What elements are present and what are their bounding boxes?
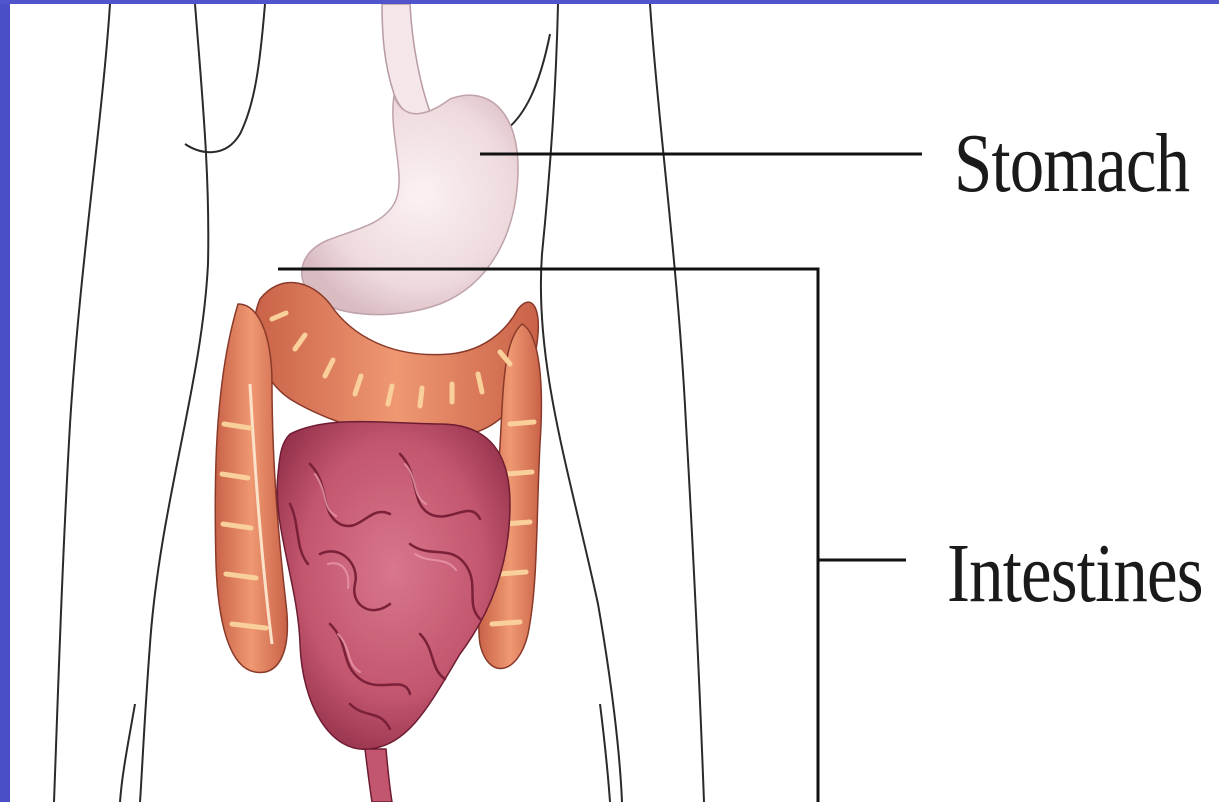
haustra-band <box>500 572 526 574</box>
intestines-label: Intestines <box>947 532 1203 616</box>
diagram-panel: Stomach Intestines <box>10 4 1219 802</box>
haustra-band <box>510 422 534 424</box>
body-outline-left-inner <box>140 4 208 802</box>
haustra-band <box>420 388 422 406</box>
body-outline-left-outer <box>54 4 110 802</box>
slide-left-border <box>0 0 10 802</box>
haustra-band <box>506 472 532 474</box>
stomach-shape <box>302 95 518 314</box>
small-intestine <box>277 422 510 802</box>
haustra-band <box>492 622 520 624</box>
body-outline-hip-right <box>600 704 610 802</box>
body-outline-right-outer <box>650 4 704 802</box>
body-outline-right-inner <box>541 4 622 802</box>
small-intestine-mass <box>277 422 510 750</box>
body-outline-hip-left <box>120 704 135 802</box>
esophagus <box>382 4 430 117</box>
stomach-label: Stomach <box>954 122 1189 206</box>
rectum <box>365 749 392 802</box>
